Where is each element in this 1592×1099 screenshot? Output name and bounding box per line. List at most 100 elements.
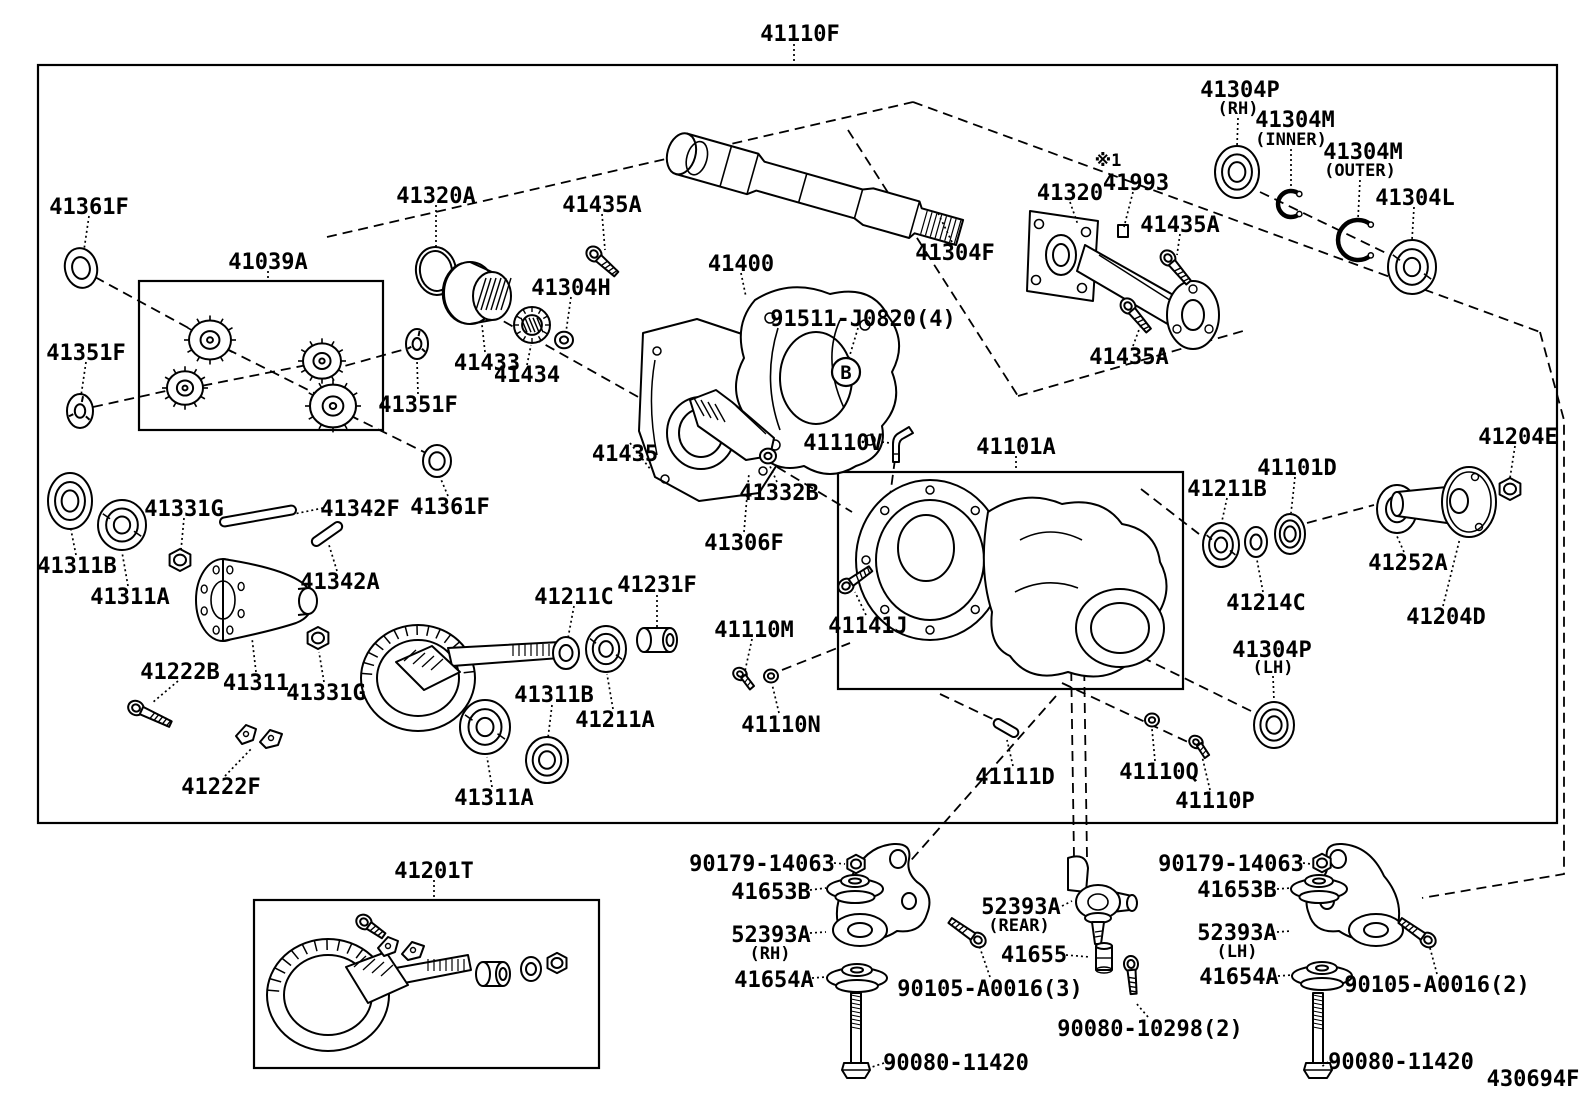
assembly-dashed-line bbox=[776, 466, 853, 513]
label-leader bbox=[83, 215, 90, 251]
oil-seal-41304p-lh bbox=[1253, 701, 1295, 749]
part-label-41111D: 41111D bbox=[975, 765, 1054, 790]
part-label-41311: 41311 bbox=[223, 671, 289, 696]
label-leader bbox=[768, 463, 778, 483]
spider-gear bbox=[184, 315, 236, 365]
part-label-41655: 41655 bbox=[1001, 943, 1067, 968]
part-label-41311B: 41311B bbox=[37, 554, 116, 579]
side-gear bbox=[305, 379, 361, 433]
label-leader bbox=[439, 476, 449, 497]
assembly-dashed-line bbox=[94, 276, 206, 338]
bolt-90105-a0016-3 bbox=[947, 917, 987, 949]
label-leader bbox=[1290, 476, 1296, 514]
assembly-dashed-line bbox=[1421, 331, 1565, 899]
label-leader bbox=[937, 212, 953, 243]
straight-pin-41342f bbox=[219, 504, 297, 528]
stud-41655 bbox=[1095, 942, 1113, 974]
final-gear-kit-box-41201t bbox=[252, 898, 601, 1070]
companion-flange-41320 bbox=[1026, 210, 1220, 350]
part-label-41222B: 41222B bbox=[140, 660, 219, 685]
label-leader bbox=[1221, 497, 1228, 522]
leader-lines bbox=[70, 44, 1516, 1069]
label-leader bbox=[1132, 326, 1141, 347]
part-label-90080102982: 90080-10298(2) bbox=[1057, 1017, 1242, 1042]
label-leader bbox=[1357, 179, 1361, 220]
part-label-41653B: 41653B bbox=[731, 880, 810, 905]
bolt-41435a bbox=[585, 245, 620, 278]
part-label-41252A: 41252A bbox=[1368, 551, 1447, 576]
label-leader bbox=[1176, 233, 1181, 256]
part-label-41110P: 41110P bbox=[1175, 789, 1254, 814]
bolt-41435a bbox=[1159, 249, 1192, 286]
label-leader bbox=[1061, 900, 1073, 907]
carrier-assembly-box-41101a bbox=[836, 470, 1185, 691]
part-label-90105A00163: 90105-A0016(3) bbox=[897, 977, 1082, 1002]
part-label-9017914063: 90179-14063 bbox=[1158, 852, 1304, 877]
washer-41361f bbox=[63, 247, 99, 289]
assembly-dashed-line bbox=[1306, 504, 1375, 524]
part-label-41331G: 41331G bbox=[144, 497, 223, 522]
key-41993 bbox=[1117, 224, 1129, 238]
part-label-41211A: 41211A bbox=[575, 708, 654, 733]
bearing-41211a bbox=[585, 625, 627, 673]
part-label-91511J08204: 91511-J0820(4) bbox=[770, 307, 955, 332]
label-leader bbox=[1123, 191, 1134, 228]
part-label-41110M: 41110M bbox=[714, 618, 793, 643]
label-leader bbox=[1302, 862, 1312, 865]
snap-ring-41304m-inner bbox=[1275, 188, 1303, 220]
part-label-41435A: 41435A bbox=[1089, 345, 1168, 370]
part-label-41434: 41434 bbox=[494, 363, 560, 388]
label-leader bbox=[1509, 445, 1516, 479]
label-leader bbox=[833, 862, 846, 865]
washer-41361f bbox=[422, 444, 452, 478]
bolt-41141j bbox=[837, 565, 874, 595]
assembly-dashed-line bbox=[326, 101, 914, 238]
cushion-41654a bbox=[1291, 961, 1353, 991]
part-label-41311B: 41311B bbox=[514, 683, 593, 708]
main-assembly-box bbox=[36, 63, 1559, 825]
part-label-INNER: (INNER) bbox=[1255, 130, 1327, 150]
label-leader bbox=[151, 680, 179, 704]
part-label-41211B: 41211B bbox=[1187, 477, 1266, 502]
label-leader bbox=[1277, 974, 1293, 977]
cushion-41653b bbox=[826, 874, 884, 904]
part-label-41214C: 41214C bbox=[1226, 591, 1305, 616]
part-label-41331G: 41331G bbox=[286, 681, 365, 706]
part-label-41110V: 41110V bbox=[803, 431, 882, 456]
part-label-41039A: 41039A bbox=[228, 250, 307, 275]
part-label-RH: (RH) bbox=[750, 944, 791, 964]
label-leader bbox=[1319, 1061, 1329, 1069]
reference-letter: B bbox=[840, 362, 851, 384]
oil-seal-41311b bbox=[525, 736, 569, 784]
part-label-9017914063: 90179-14063 bbox=[689, 852, 835, 877]
part-label-41110F: 41110F bbox=[760, 22, 839, 47]
oil-seal-41311b bbox=[47, 472, 93, 530]
bolt-90105-a0016-2 bbox=[1397, 917, 1437, 949]
washer-41214c bbox=[1244, 526, 1268, 558]
screw-41110m bbox=[732, 666, 756, 691]
washer-41110q bbox=[1144, 712, 1160, 728]
reference-circle-b: B bbox=[830, 356, 862, 388]
washer-41211c bbox=[552, 636, 580, 670]
part-label-41204E: 41204E bbox=[1478, 425, 1557, 450]
assembly-dashed-line bbox=[1070, 654, 1075, 859]
part-label-41110N: 41110N bbox=[741, 713, 820, 738]
part-labels: 41110F41304P(RH)41304M(INNER)41304M(OUTE… bbox=[37, 22, 1579, 1092]
breather-plug-41110v bbox=[892, 426, 914, 463]
label-leader bbox=[1069, 201, 1079, 226]
part-label-41304M: 41304M bbox=[1323, 140, 1402, 165]
part-label-41306F: 41306F bbox=[704, 531, 783, 556]
part-label-52393A: 52393A bbox=[981, 895, 1060, 920]
nut-41204e bbox=[1498, 477, 1522, 501]
part-label-41211C: 41211C bbox=[534, 585, 613, 610]
label-leader bbox=[1395, 533, 1405, 553]
part-label-9008011420: 90080-11420 bbox=[883, 1051, 1029, 1076]
part-label-41361F: 41361F bbox=[49, 195, 128, 220]
label-leader bbox=[1151, 728, 1156, 762]
parts bbox=[47, 132, 1522, 1079]
part-label-1: ※1 bbox=[1095, 151, 1122, 171]
nut-90179-14063 bbox=[1312, 852, 1332, 874]
diff-case-41311 bbox=[195, 558, 318, 642]
part-label-41101A: 41101A bbox=[976, 435, 1055, 460]
label-leader bbox=[1065, 954, 1091, 958]
